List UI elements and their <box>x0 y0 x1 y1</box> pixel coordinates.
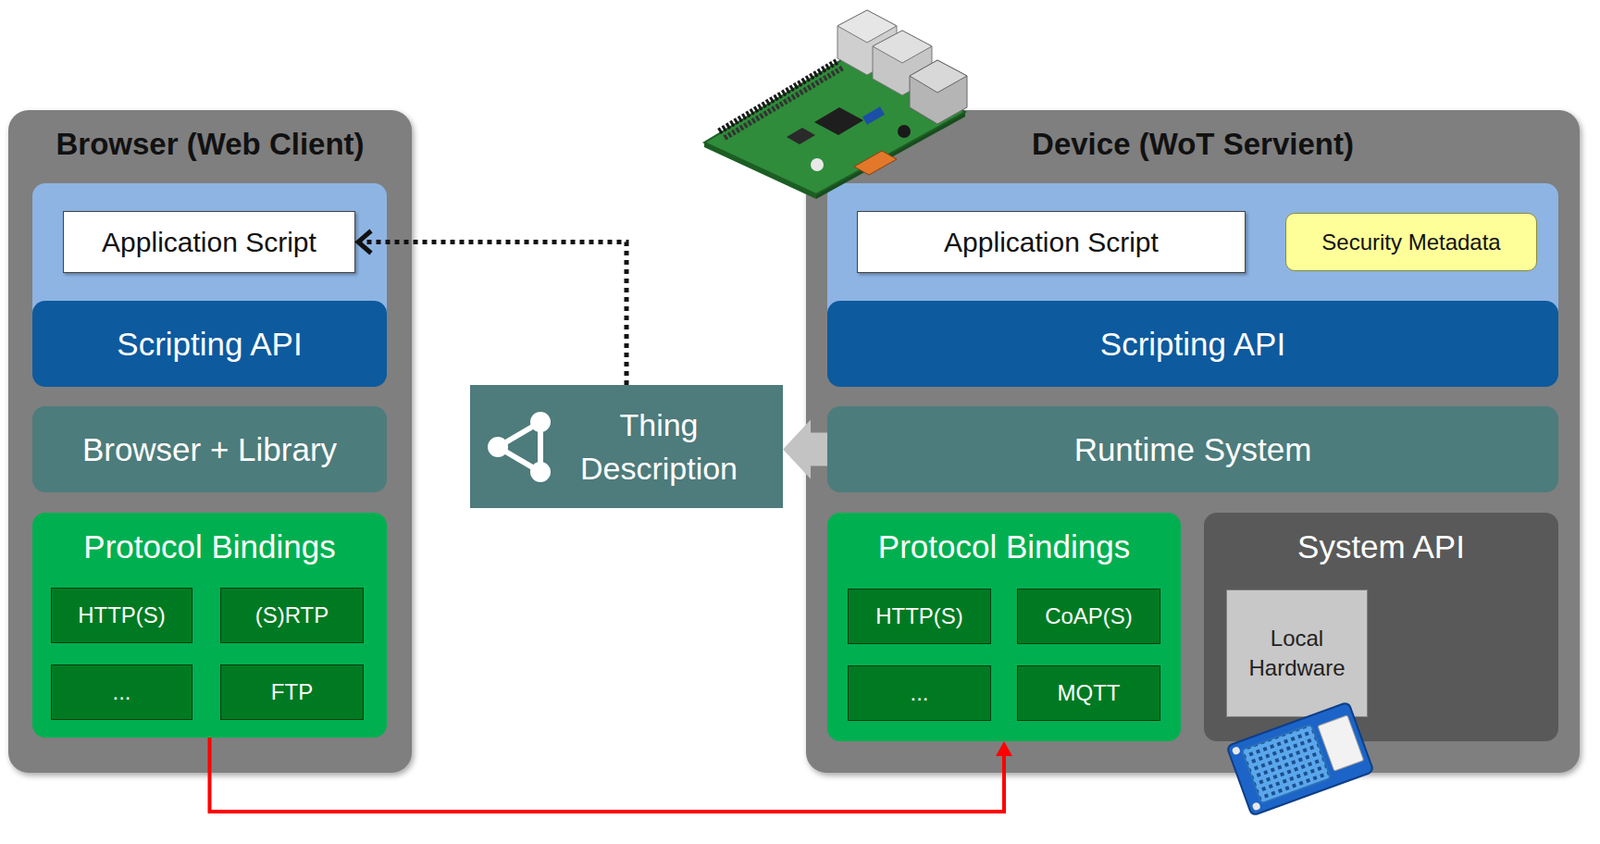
protocol-box: ... <box>847 665 992 721</box>
sensor-board <box>1227 701 1375 816</box>
node-label: Runtime System <box>1074 431 1313 469</box>
node-label: (S)RTP <box>255 602 330 629</box>
security-box: Security Metadata <box>1285 212 1538 272</box>
bindings-box: Protocol BindingsHTTP(S) CoAP(S)... MQTT <box>827 512 1181 742</box>
red-arrow <box>210 737 1014 812</box>
node-label: System API <box>1297 527 1465 567</box>
node-label: ... <box>111 679 131 706</box>
sensor-module <box>1241 724 1331 805</box>
protocol-box: HTTP(S) <box>847 588 992 645</box>
logo <box>810 158 824 172</box>
script-box: Application Script <box>62 210 356 273</box>
node-label: Device (WoT Servient) <box>1031 124 1354 164</box>
audio-jack <box>897 124 911 138</box>
node-label: Application Script <box>943 226 1159 259</box>
node-label: CoAP(S) <box>1044 603 1133 630</box>
protocol-box: ... <box>50 664 193 720</box>
hardware-box: Local Hardware <box>1226 589 1368 718</box>
protocol-box: MQTT <box>1017 665 1161 721</box>
protocol-box: CoAP(S) <box>1017 588 1161 645</box>
node-label: Browser + Library <box>82 431 337 469</box>
arrow-head <box>995 741 1013 757</box>
arrow-head <box>358 231 372 254</box>
node-label: Protocol Bindings <box>878 527 1130 567</box>
node-label: HTTP(S) <box>875 603 964 630</box>
node-label: Protocol Bindings <box>83 527 335 567</box>
api-layer: Scripting API <box>827 300 1559 387</box>
client-panel: Browser (Web Client) Application ScriptSc… <box>8 110 412 773</box>
icon-dot <box>530 411 551 433</box>
api-layer: Scripting API <box>32 300 387 387</box>
block-arrow <box>782 420 828 480</box>
dotted-arrow <box>358 231 627 386</box>
ethernet-port <box>909 60 968 93</box>
node-label: Scripting API <box>1100 325 1286 363</box>
usb-port <box>872 30 932 63</box>
protocol-box: (S)RTP <box>220 587 364 644</box>
sensor-illustration <box>1207 689 1393 824</box>
node-label: Local Hardware <box>1239 623 1355 684</box>
icon-dot <box>487 436 509 458</box>
script-box: Application Script <box>856 210 1246 273</box>
bindings-box: Protocol BindingsHTTP(S) (S)RTP... FTP <box>32 512 387 738</box>
node-label: Thing Description <box>552 403 766 491</box>
node-label: FTP <box>271 679 313 706</box>
sensor-connector <box>1317 715 1365 771</box>
device-panel: Device (WoT Servient)Application ScriptS… <box>806 110 1580 773</box>
protocol-box: HTTP(S) <box>50 587 193 644</box>
raspberry-pi-illustration <box>698 7 972 204</box>
connector-line <box>358 242 627 386</box>
arrow-head <box>782 420 811 480</box>
node-label: Browser (Web Client) <box>55 124 364 164</box>
icon-dot <box>530 461 551 483</box>
node-label: HTTP(S) <box>77 602 166 629</box>
share-icon <box>479 405 563 489</box>
node-label: Scripting API <box>116 325 302 363</box>
connector-line <box>210 737 1005 812</box>
node-label: Security Metadata <box>1321 229 1501 256</box>
chip <box>814 107 864 136</box>
runtime-layer: Runtime System <box>827 406 1559 493</box>
mount-hole <box>1252 801 1262 811</box>
ethernet-port <box>909 60 968 125</box>
video-jack <box>862 106 885 125</box>
node-label: Application Script <box>101 226 317 259</box>
protocol-box: FTP <box>220 664 364 720</box>
mount-hole <box>1231 745 1241 756</box>
hdmi-port <box>854 150 897 175</box>
node-label: ... <box>909 680 929 707</box>
chip <box>786 127 816 145</box>
library-layer: Browser + Library <box>32 406 387 493</box>
node-label: MQTT <box>1057 680 1121 707</box>
thing-description: Thing Description <box>470 384 783 509</box>
system-api-box: System API Local Hardware <box>1203 512 1559 742</box>
